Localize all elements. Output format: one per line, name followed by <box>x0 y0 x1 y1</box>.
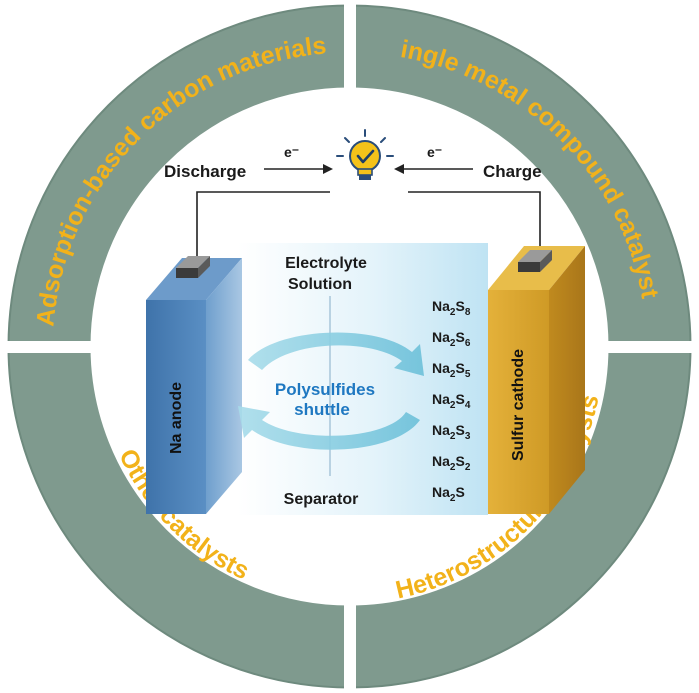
sulfur-cathode <box>488 246 585 514</box>
electron-arrow-left <box>264 164 333 174</box>
left-wire <box>196 191 330 262</box>
electron-left-label: e⁻ <box>284 144 299 160</box>
shuttle-label-line2: shuttle <box>294 400 350 419</box>
species-label: Na2S8 <box>432 298 471 318</box>
shuttle-arrow-top <box>248 332 424 376</box>
electrolyte-label-line2: Solution <box>288 276 352 293</box>
right-wire <box>408 191 541 262</box>
shuttle-arrow-bottom <box>238 406 420 450</box>
ring-gap-horizontal-right <box>600 341 699 353</box>
anode-terminal <box>176 256 210 278</box>
species-label: Na2S2 <box>432 453 471 473</box>
discharge-label: Discharge <box>164 162 246 181</box>
lightbulb-check-icon <box>336 129 394 180</box>
cathode-front <box>488 290 549 514</box>
species-label: Na2S3 <box>432 422 471 442</box>
separator-label: Separator <box>284 491 359 508</box>
charge-label: Charge <box>483 162 542 181</box>
electron-right-label: e⁻ <box>427 144 442 160</box>
anode-label: Na anode <box>168 382 185 454</box>
species-label: Na2S4 <box>432 391 471 411</box>
electrolyte-label-line1: Electrolyte <box>285 255 367 272</box>
na-anode <box>146 258 242 514</box>
cathode-side <box>549 246 585 514</box>
shuttle-cycle-arrows <box>238 332 424 450</box>
species-label: Na2S6 <box>432 329 471 349</box>
species-label: Na2S5 <box>432 360 471 380</box>
ring-gap-vertical-bottom <box>344 595 356 693</box>
cathode-label: Sulfur cathode <box>510 349 527 461</box>
electrolyte-region <box>238 243 488 515</box>
cathode-terminal <box>518 250 552 272</box>
electron-arrow-right <box>394 164 473 174</box>
anode-side <box>206 258 242 514</box>
ring-gap-horizontal-left <box>0 341 100 353</box>
shuttle-label-line1: Polysulfides <box>275 380 375 399</box>
species-label: Na2S <box>432 484 465 504</box>
external-circuit <box>196 191 541 262</box>
anode-top <box>146 258 242 300</box>
anode-front <box>146 300 206 514</box>
ring-gap-vertical-top <box>344 0 356 100</box>
